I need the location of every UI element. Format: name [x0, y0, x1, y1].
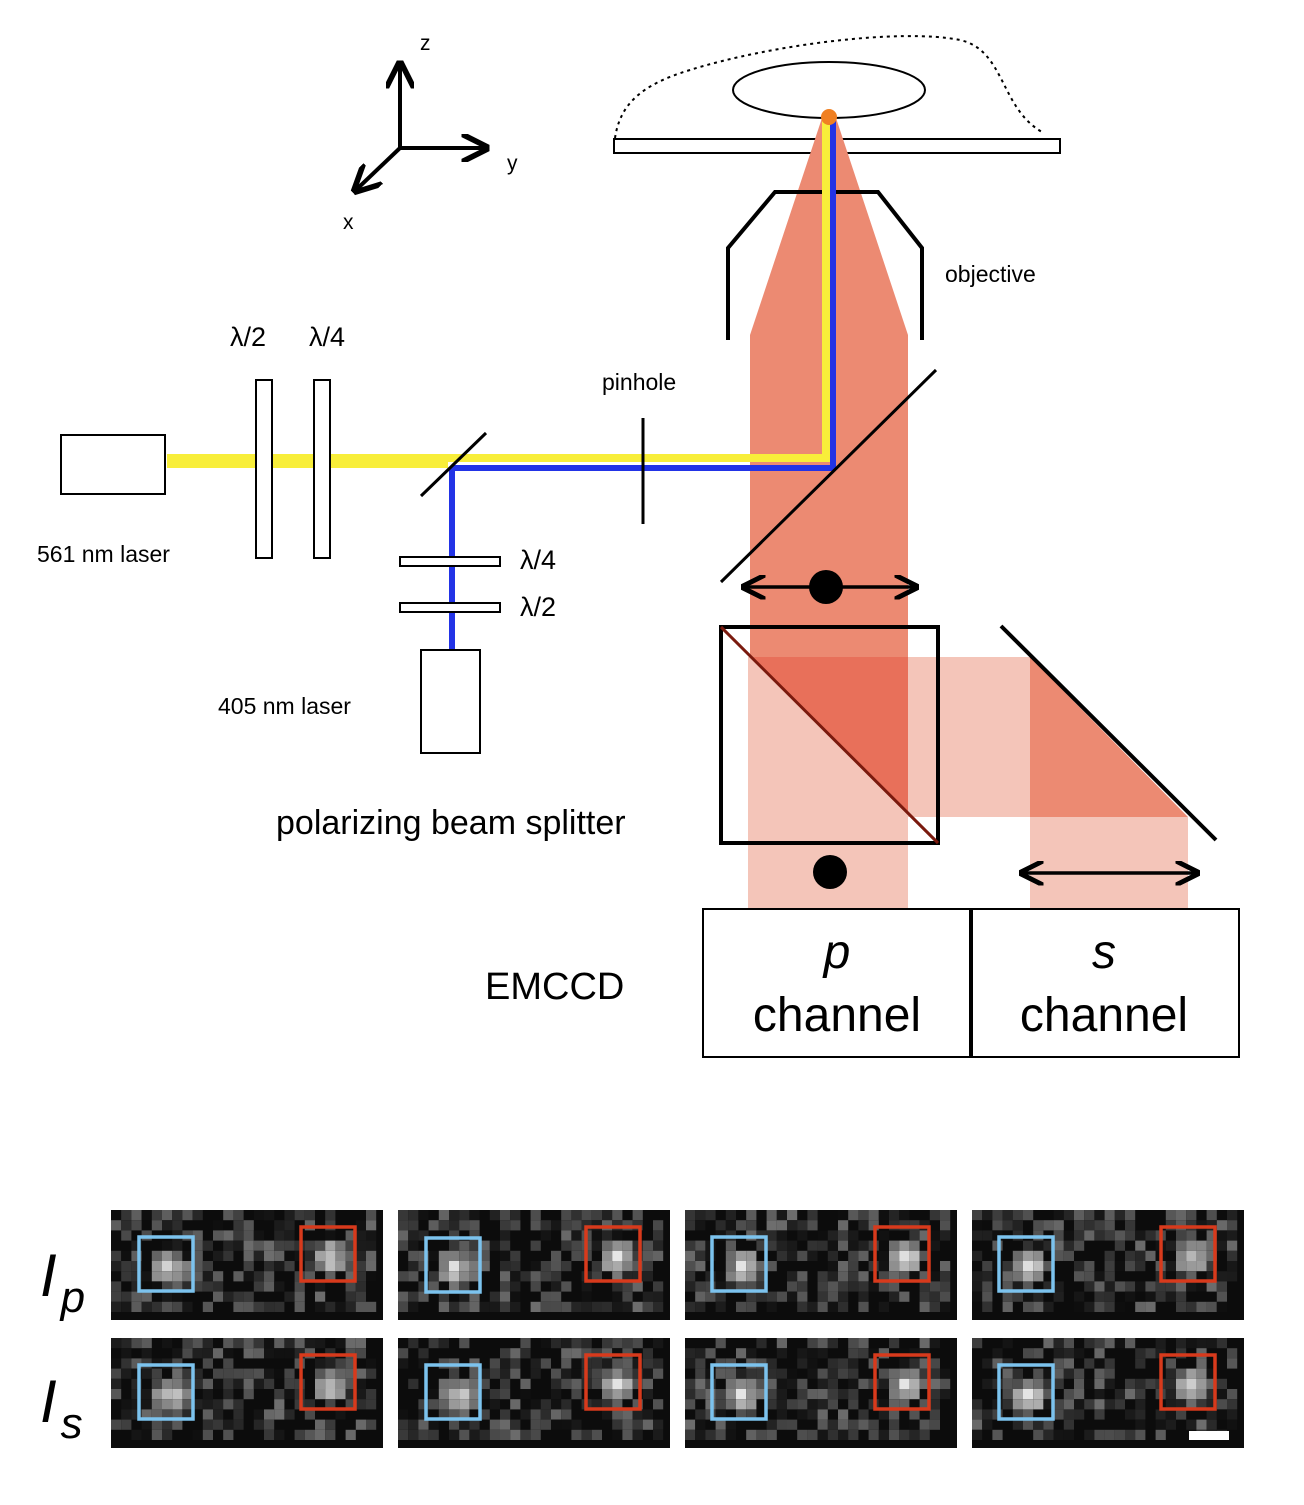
image-panel — [398, 1338, 670, 1448]
z-axis-label: z — [420, 32, 431, 55]
laser-405-label: 405 nm laser — [218, 693, 351, 719]
fluorescent-molecule — [821, 109, 837, 125]
image-panel — [685, 1210, 957, 1320]
molecule-box-red — [584, 1353, 642, 1411]
image-panel — [685, 1338, 957, 1448]
pinhole-label: pinhole — [602, 369, 676, 395]
molecule-box-blue — [710, 1363, 768, 1421]
s-channel-label: channel — [1020, 989, 1188, 1042]
x-axis — [357, 146, 402, 189]
molecule-box-red — [299, 1225, 357, 1283]
scale-bar — [1189, 1431, 1229, 1440]
molecule-box-red — [873, 1225, 931, 1283]
molecule-box-red — [1159, 1353, 1217, 1411]
molecule-box-red — [873, 1353, 931, 1411]
molecule-box-blue — [997, 1363, 1055, 1421]
coordinate-axes — [357, 66, 484, 189]
quarter-wave-label-561: λ/4 — [309, 322, 345, 352]
row-label-p: Ip — [40, 1242, 85, 1322]
molecule-box-blue — [424, 1363, 482, 1421]
laser-405-box — [420, 649, 481, 754]
pbs-diagonal — [719, 625, 940, 845]
quarter-wave-label-405: λ/4 — [520, 545, 556, 575]
image-panels — [111, 1210, 1244, 1448]
s-channel-box — [970, 908, 1240, 1058]
molecule-box-red — [1159, 1225, 1217, 1283]
y-axis-label: y — [507, 152, 518, 175]
image-panel — [972, 1338, 1244, 1448]
quarter-wave-plate-561 — [313, 379, 331, 559]
molecule-box-blue — [424, 1236, 482, 1294]
molecule-box-blue — [710, 1235, 768, 1293]
row-label-s: Is — [40, 1368, 83, 1448]
emccd-label: EMCCD — [485, 966, 624, 1008]
molecule-box-red — [584, 1225, 642, 1283]
objective-label: objective — [945, 261, 1036, 287]
polarization-dot-mixed — [809, 570, 843, 604]
half-wave-plate-405 — [399, 602, 501, 613]
image-panel — [972, 1210, 1244, 1320]
image-panel — [111, 1338, 383, 1448]
pbs-label: polarizing beam splitter — [276, 804, 626, 842]
molecule-box-blue — [137, 1235, 195, 1293]
dichroic-combiner — [419, 431, 488, 498]
image-panel — [111, 1210, 383, 1320]
p-channel-label: channel — [753, 989, 921, 1042]
s-channel-beam-down — [1030, 817, 1188, 910]
image-panel — [398, 1210, 670, 1320]
molecule-box-red — [299, 1353, 357, 1411]
dichroic-mirror — [719, 368, 938, 584]
half-wave-plate-561 — [255, 379, 273, 559]
molecule-box-blue — [137, 1363, 195, 1421]
cell-outline — [614, 35, 1043, 139]
x-axis-label: x — [343, 211, 354, 234]
emission-beam — [748, 118, 1188, 910]
s-channel-mirror — [999, 624, 1218, 842]
polarization-dot-p — [813, 855, 847, 889]
s-symbol: s — [1092, 926, 1116, 979]
pbs-cube — [719, 625, 940, 845]
quarter-wave-plate-405 — [399, 556, 501, 567]
laser-561-label: 561 nm laser — [37, 541, 170, 567]
molecule-box-blue — [997, 1235, 1055, 1293]
half-wave-label-405: λ/2 — [520, 592, 556, 622]
p-symbol: p — [822, 926, 851, 979]
half-wave-label-561: λ/2 — [230, 322, 266, 352]
s-channel-beam-horizontal — [908, 657, 1030, 817]
laser-561-box — [60, 434, 166, 495]
p-channel-box — [702, 908, 972, 1058]
